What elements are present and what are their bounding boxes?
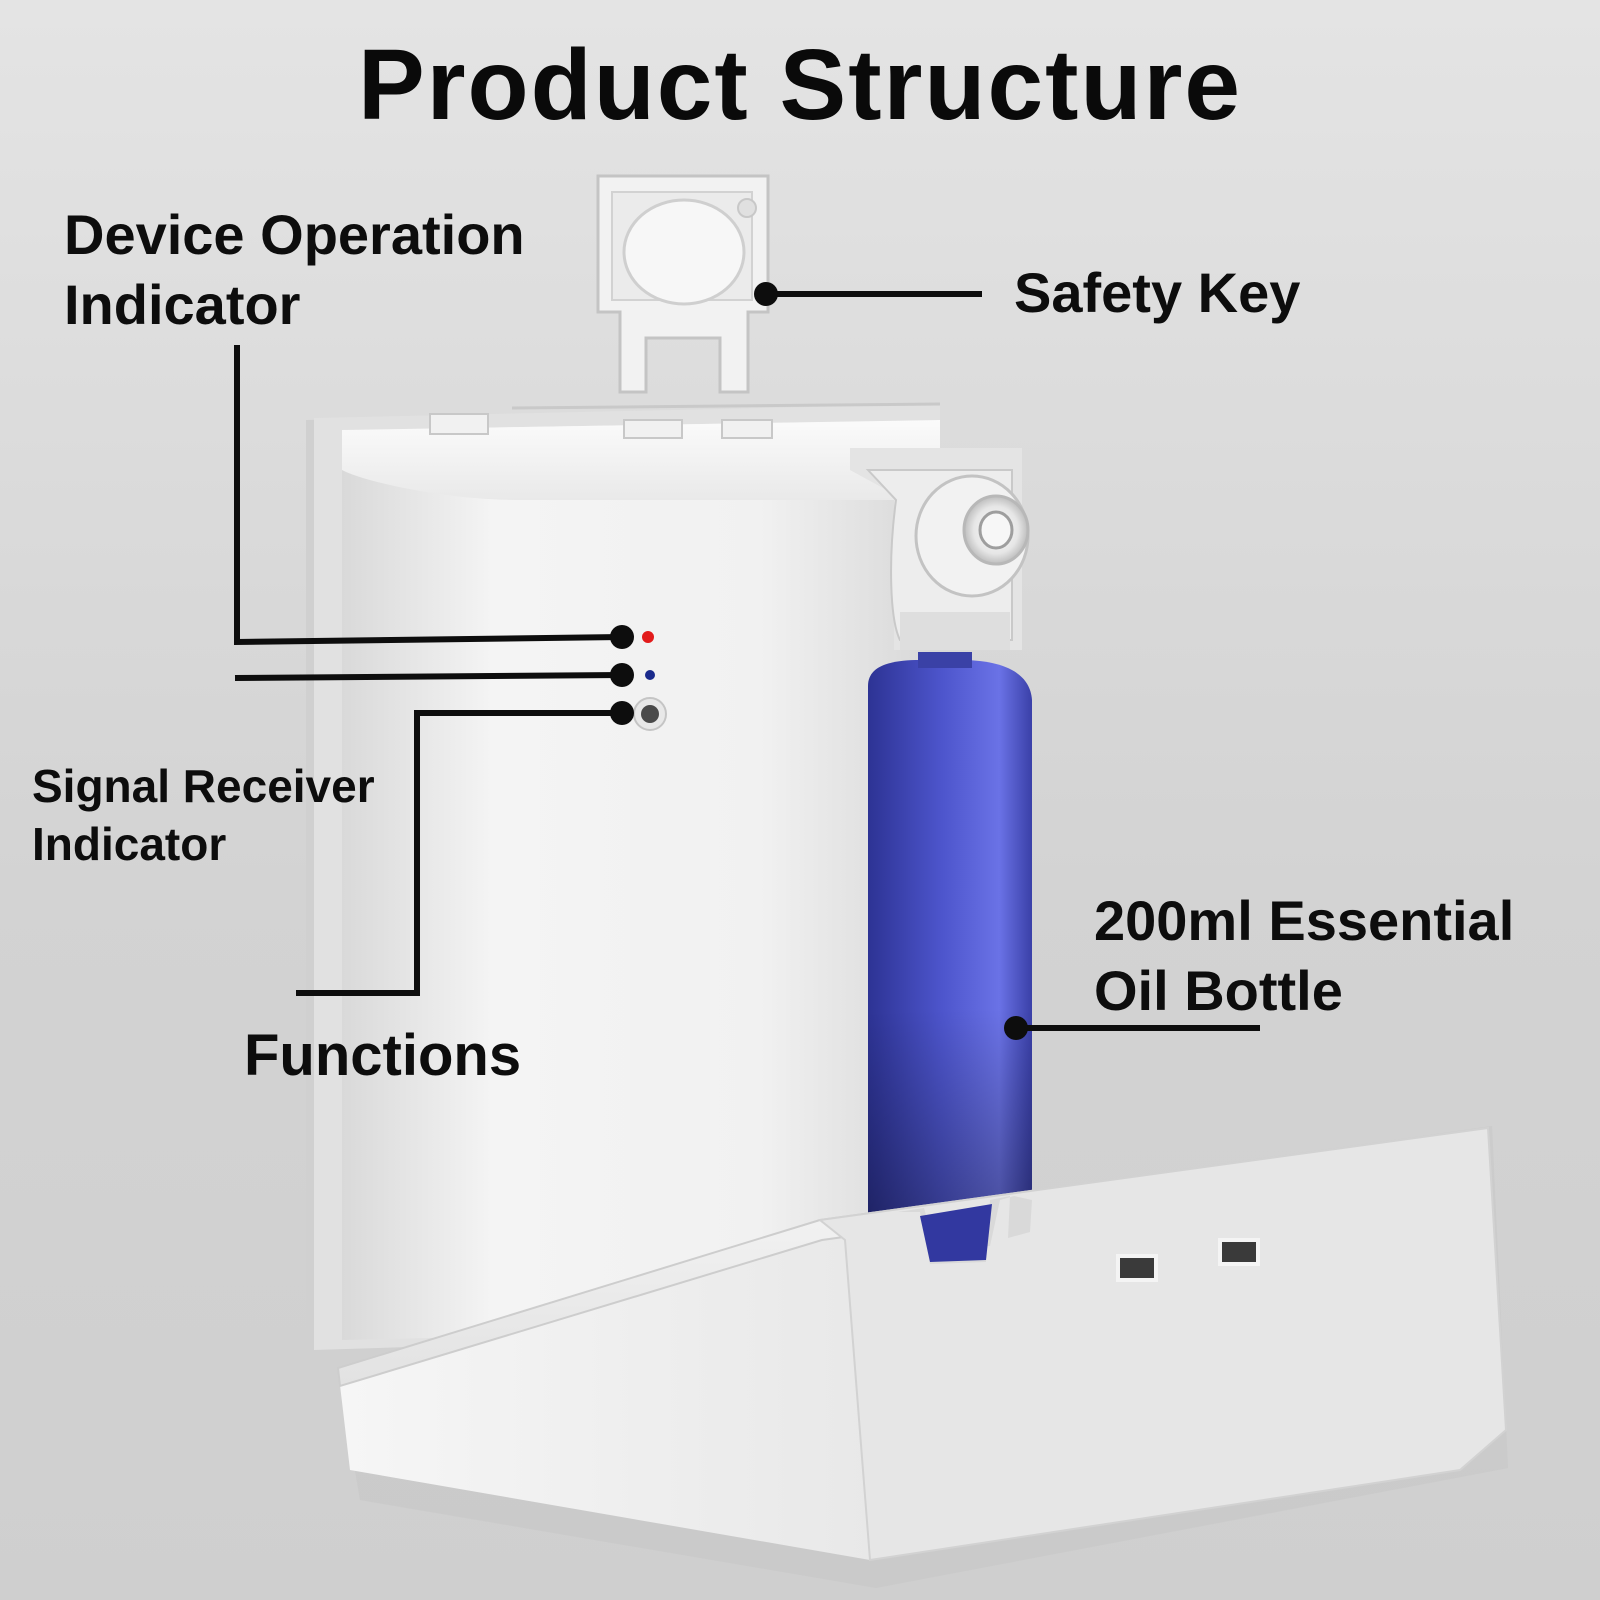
cover-slot [1218, 1238, 1260, 1266]
indicator-panel [633, 631, 667, 731]
leader-device-operation [234, 345, 623, 646]
page-title: Product Structure [357, 29, 1243, 141]
device-body [306, 402, 941, 1352]
red-led [642, 631, 654, 643]
label-line: Functions [244, 1023, 522, 1088]
safety-key-part [596, 174, 770, 394]
label-device-operation-indicator: Device Operation Indicator [64, 200, 525, 340]
label-line: Indicator [64, 273, 301, 336]
label-signal-receiver-indicator: Signal Receiver Indicator [32, 758, 375, 873]
leader-lines [234, 291, 1260, 1031]
label-line: Safety Key [1014, 261, 1301, 324]
label-safety-key: Safety Key [1014, 258, 1300, 328]
label-functions: Functions [244, 1020, 521, 1093]
leader-signal-receiver [234, 672, 623, 681]
blue-led [645, 670, 655, 680]
label-line: Device Operation [64, 203, 525, 266]
essential-oil-bottle [868, 652, 1032, 1240]
label-line: Indicator [32, 817, 227, 870]
leader-functions [296, 710, 622, 996]
pump-head [850, 448, 1030, 650]
cover-slot [1116, 1254, 1158, 1282]
label-line: Signal Receiver [32, 760, 375, 812]
leader-dots [610, 282, 1028, 1040]
label-line: 200ml Essential [1094, 889, 1515, 952]
label-oil-bottle: 200ml Essential Oil Bottle [1094, 886, 1514, 1026]
label-line: Oil Bottle [1094, 959, 1343, 1022]
front-cover [336, 1126, 1508, 1588]
